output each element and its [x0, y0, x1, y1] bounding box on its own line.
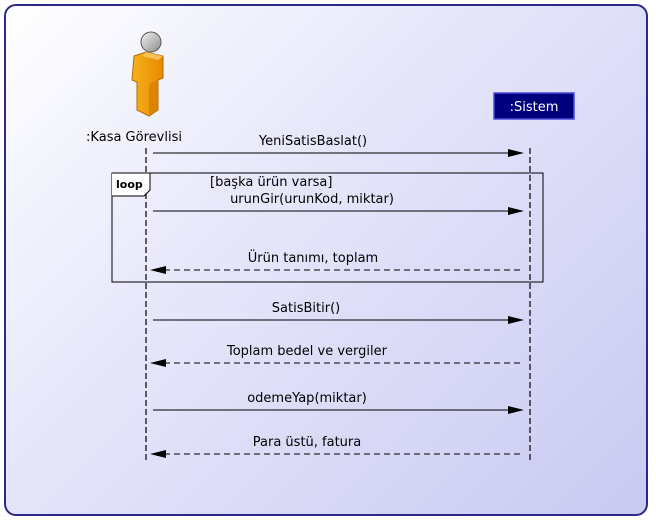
arrowhead: [150, 266, 166, 274]
actor-icon: [131, 31, 164, 117]
arrowhead: [508, 207, 524, 215]
message-label: urunGir(urunKod, miktar): [230, 192, 394, 207]
arrowhead: [508, 406, 524, 414]
message-label: SatisBitir(): [272, 301, 340, 316]
messages: YeniSatisBaslat() urunGir(urunKod, miktar…: [150, 134, 524, 458]
message-label: Para üstü, fatura: [253, 435, 361, 450]
loop-tag: loop: [116, 178, 143, 191]
message-label: Ürün tanımı, toplam: [248, 249, 378, 266]
system-label: :Sistem: [510, 100, 559, 115]
message-label: odemeYap(miktar): [247, 391, 367, 406]
arrowhead: [508, 316, 524, 324]
loop-fragment: [111, 172, 544, 283]
message-label: Toplam bedel ve vergiler: [226, 344, 388, 359]
diagram-frame: [4, 4, 648, 516]
system-object-box: [493, 92, 575, 120]
message-label: YeniSatisBaslat(): [258, 134, 367, 149]
arrowhead: [508, 149, 524, 157]
arrowhead: [150, 359, 166, 367]
loop-tag-box: [112, 172, 151, 197]
arrowhead: [150, 450, 166, 458]
actor-label: :Kasa Görevlisi: [86, 130, 182, 145]
loop-guard: [başka ürün varsa]: [210, 175, 332, 190]
